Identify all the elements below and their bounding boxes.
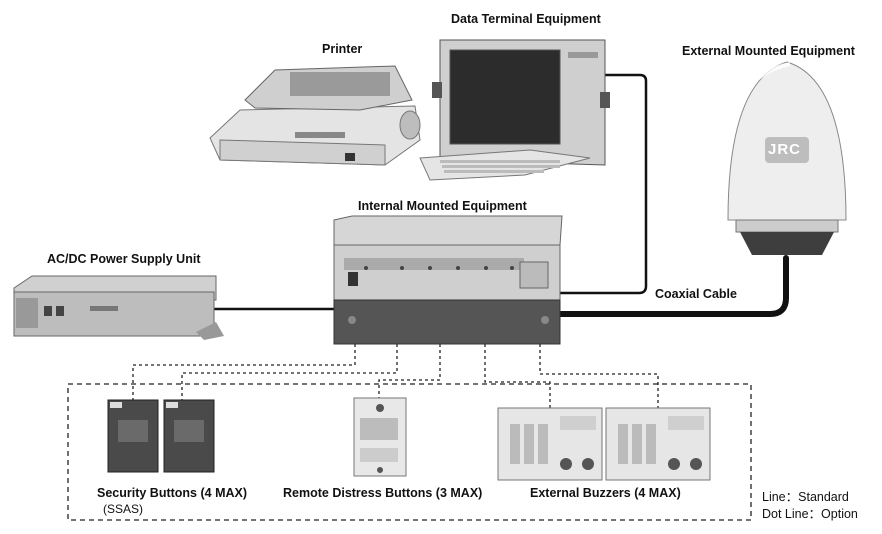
power-supply-icon bbox=[13, 275, 224, 340]
option-box bbox=[67, 383, 752, 521]
security-button-icon bbox=[107, 399, 215, 473]
standard-connections bbox=[212, 73, 789, 317]
legend-line: Line：Standard bbox=[762, 490, 849, 504]
printer-label: Printer bbox=[322, 42, 363, 56]
data-terminal-label: Data Terminal Equipment bbox=[451, 12, 601, 26]
coaxial-cable-label: Coaxial Cable bbox=[655, 287, 737, 301]
ssas-label: (SSAS) bbox=[103, 502, 144, 516]
antenna-logo: JRC bbox=[768, 141, 802, 158]
transceiver-icon bbox=[333, 215, 563, 345]
power-supply-label: AC/DC Power Supply Unit bbox=[47, 252, 201, 266]
remote-distress-label: Remote Distress Buttons (3 MAX) bbox=[283, 486, 483, 500]
internal-mounted-label: Internal Mounted Equipment bbox=[358, 199, 527, 213]
external-buzzers-label: External Buzzers (4 MAX) bbox=[530, 486, 681, 500]
buzzer-icon bbox=[497, 407, 711, 481]
antenna-icon bbox=[727, 61, 847, 255]
security-buttons-label: Security Buttons (4 MAX) bbox=[97, 486, 248, 500]
option-connections bbox=[132, 344, 659, 408]
external-mounted-label: External Mounted Equipment bbox=[682, 44, 855, 58]
printer-icon bbox=[209, 65, 421, 166]
distress-button-icon bbox=[353, 397, 407, 477]
legend-dot-line: Dot Line：Option bbox=[762, 507, 858, 521]
terminal-icon bbox=[419, 39, 610, 181]
